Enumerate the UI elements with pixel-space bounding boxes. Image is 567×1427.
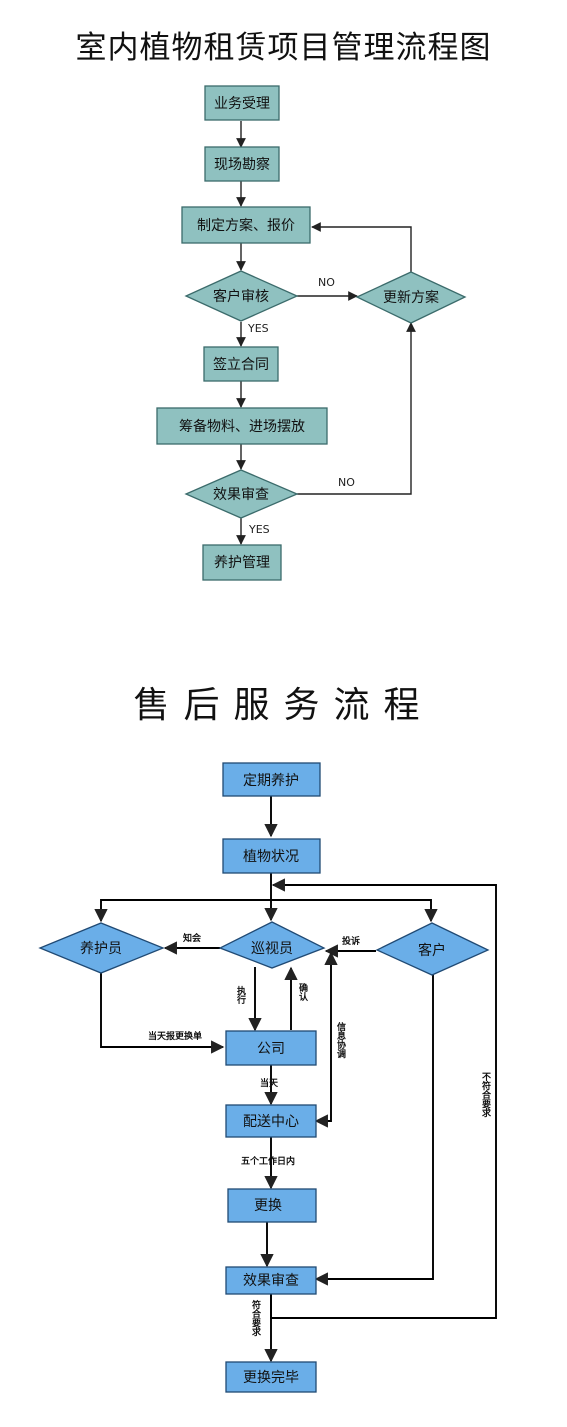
node-accept-label: 业务受理	[214, 96, 270, 112]
node-sign	[203, 346, 279, 382]
node-maintain	[202, 544, 282, 581]
node-effect2-label: 效果审查	[243, 1273, 299, 1289]
rental-flowchart: 业务受理 现场勘察 制定方案、报价 客户审核 更新方案 签立合同 筹备物料、进场…	[156, 85, 467, 581]
label-sameday-report: 当天报更换单	[148, 1030, 202, 1042]
rental-flow-title: 室内植物租赁项目管理流程图	[75, 30, 492, 66]
label-execute: 执行	[235, 985, 247, 1005]
arrow-caretaker-company	[100, 973, 225, 1054]
arrow-status-customer	[271, 899, 438, 923]
node-update	[355, 271, 467, 324]
node-caretaker	[38, 922, 165, 974]
node-dispatch-label: 配送中心	[243, 1114, 299, 1130]
node-update-label: 更新方案	[383, 289, 439, 306]
node-plan-label: 制定方案、报价	[197, 217, 295, 234]
node-status-label: 植物状况	[243, 849, 299, 865]
label-no-review: NO	[318, 276, 335, 289]
label-complain: 投诉	[342, 935, 360, 947]
arrow-customer-effect	[314, 974, 434, 1286]
node-survey	[204, 146, 280, 182]
label-yes-effect: YES	[248, 523, 270, 536]
arrow-status-caretaker	[94, 899, 271, 923]
node-effect-label: 效果审查	[213, 487, 269, 503]
node-effect2	[225, 1266, 317, 1295]
node-prepare	[156, 407, 328, 445]
arrow-effect-update	[297, 322, 416, 495]
label-five-days: 五个工作日内	[241, 1155, 295, 1167]
node-regular	[222, 762, 321, 797]
label-confirm: 确认	[297, 982, 308, 1002]
arrow-update-plan	[311, 222, 412, 272]
node-review-label: 客户审核	[213, 288, 269, 305]
node-effect	[184, 469, 299, 519]
label-pass: 符合要求	[250, 1299, 261, 1337]
node-customer-label: 客户	[418, 942, 446, 959]
node-done-label: 更换完毕	[243, 1369, 299, 1386]
node-sign-label: 签立合同	[213, 356, 269, 373]
node-caretaker-label: 养护员	[80, 941, 122, 957]
node-dispatch	[225, 1104, 317, 1138]
node-regular-label: 定期养护	[243, 773, 299, 789]
node-company	[225, 1030, 317, 1066]
label-sameday: 当天	[260, 1077, 279, 1089]
label-notify: 知会	[182, 932, 202, 944]
node-accept	[204, 85, 280, 121]
node-replace	[227, 1188, 317, 1223]
node-customer	[375, 922, 490, 976]
node-replace-label: 更换	[254, 1197, 282, 1214]
label-fail: 不符合要求	[480, 1072, 491, 1118]
arrow-dispatch-inspector	[314, 951, 338, 1128]
node-maintain-label: 养护管理	[214, 555, 270, 571]
node-status	[222, 838, 321, 874]
label-yes-review: YES	[247, 322, 269, 335]
node-survey-label: 现场勘察	[214, 156, 270, 173]
node-review	[184, 270, 299, 322]
label-coordinate: 信息协调	[335, 1021, 346, 1059]
node-done	[225, 1361, 317, 1393]
node-prepare-label: 筹备物料、进场摆放	[179, 418, 305, 435]
node-plan	[181, 206, 311, 244]
node-company-label: 公司	[257, 1041, 285, 1057]
node-inspector	[218, 921, 326, 969]
node-inspector-label: 巡视员	[251, 941, 293, 957]
label-no-effect: NO	[338, 476, 355, 489]
aftersales-flow-title: 售后服务流程	[133, 685, 434, 726]
aftersales-flowchart: 定期养护 植物状况 养护员 巡视员 客户 公司 配送中心 更换 效果审查 更换完…	[38, 762, 497, 1393]
